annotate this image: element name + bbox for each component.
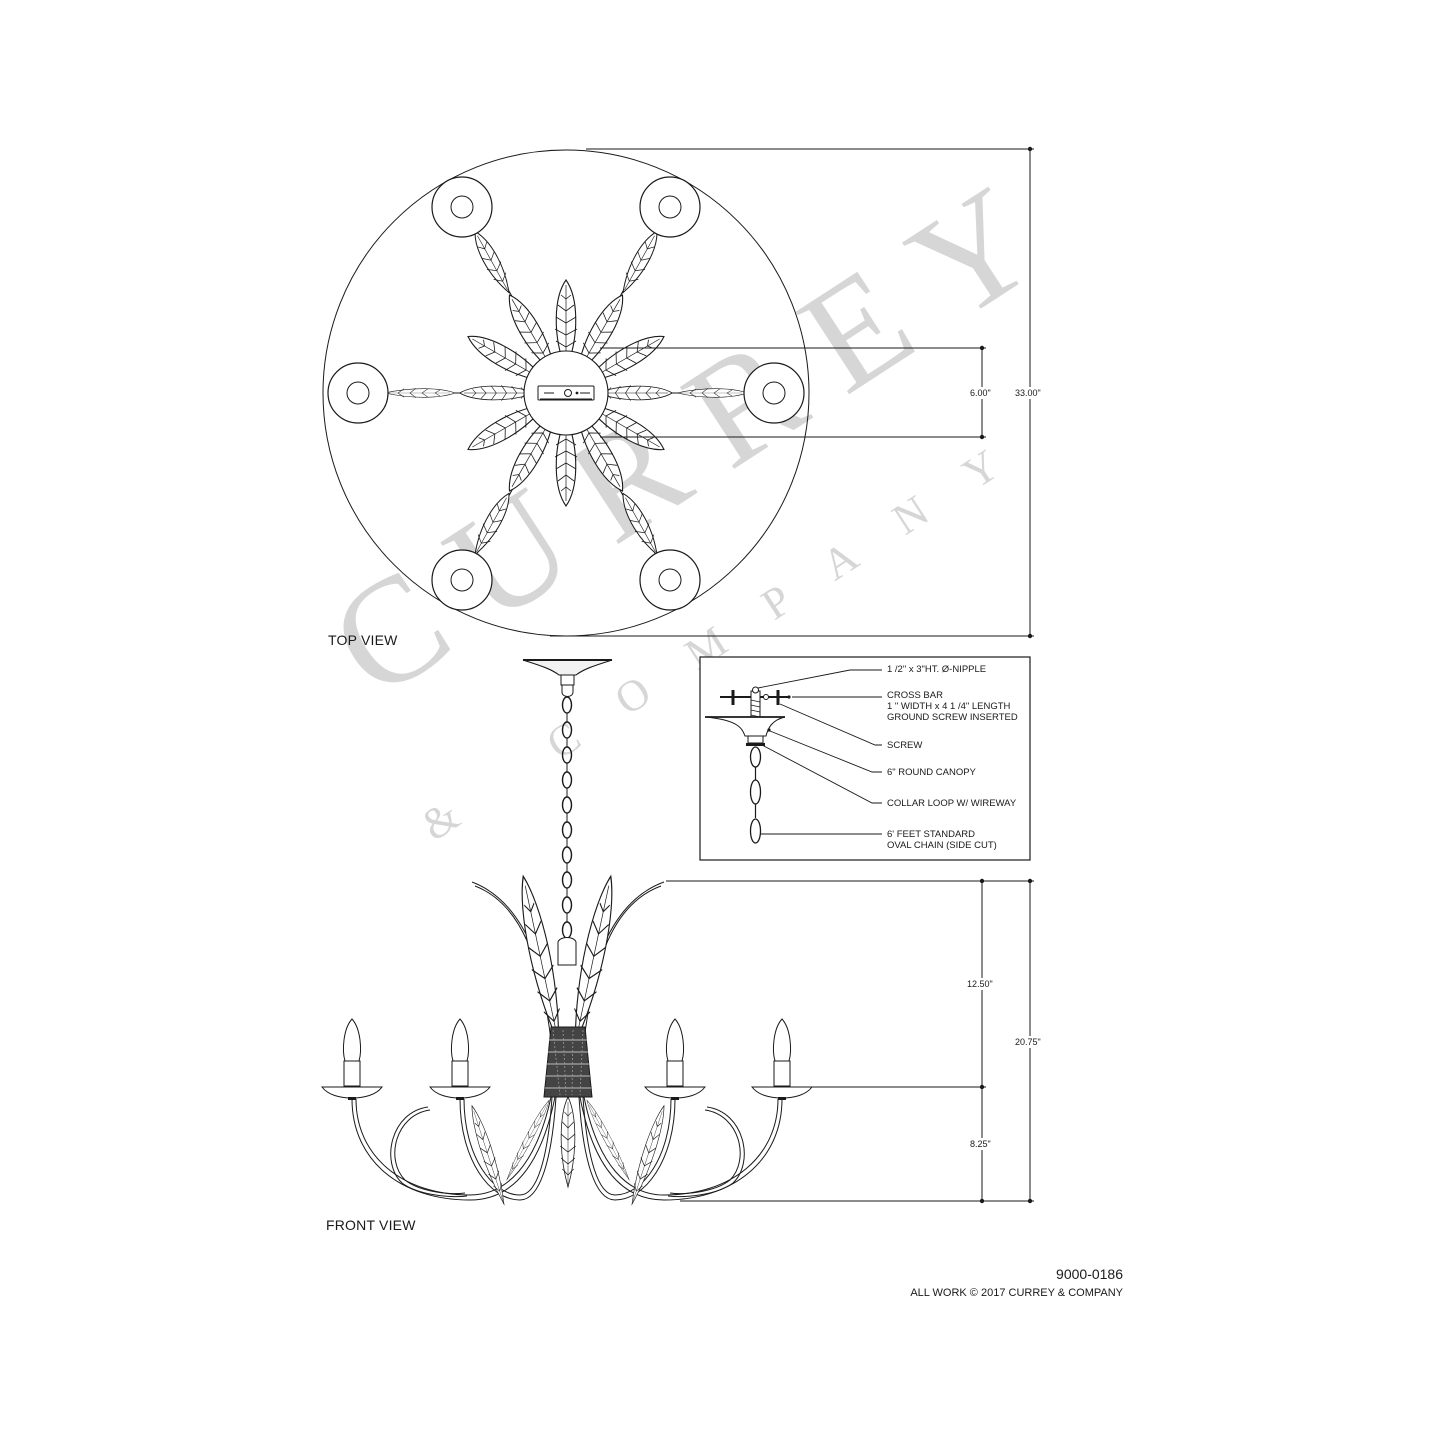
callout-cross-bar-line-3: GROUND SCREW INSERTED bbox=[887, 712, 1018, 723]
item-number: 9000-0186 bbox=[1056, 1266, 1123, 1282]
dimension-canopy-diameter: 6.00" bbox=[970, 387, 991, 399]
dimension-upper-height: 12.50" bbox=[967, 978, 993, 990]
callout-screw: SCREW bbox=[887, 740, 922, 751]
callout-leaders bbox=[757, 669, 882, 835]
callout-cross-bar: CROSS BAR 1 " WIDTH x 4 1 /4" LENGTH GRO… bbox=[887, 690, 1018, 723]
woven-collar bbox=[543, 1026, 593, 1098]
callout-canopy-line: 6" ROUND CANOPY bbox=[887, 767, 976, 778]
callout-canopy: 6" ROUND CANOPY bbox=[887, 767, 976, 778]
callout-cross-bar-line-2: 1 " WIDTH x 4 1 /4" LENGTH bbox=[887, 701, 1011, 712]
callout-cross-bar-line-1: CROSS BAR bbox=[887, 690, 943, 701]
chain bbox=[561, 696, 573, 939]
dimension-overall-height: 20.75" bbox=[1015, 1036, 1041, 1048]
canopy-hub bbox=[523, 350, 609, 436]
top-view bbox=[322, 146, 1034, 639]
dimension-lower-height: 8.25" bbox=[970, 1138, 991, 1150]
front-canopy bbox=[522, 659, 613, 676]
dimension-overall-diameter: 33.00" bbox=[1015, 387, 1041, 399]
callout-screw-line: SCREW bbox=[887, 740, 923, 751]
front-view bbox=[321, 659, 1034, 1207]
front-view-dimensions bbox=[666, 880, 1034, 1202]
callout-chain-line-2: OVAL CHAIN (SIDE CUT) bbox=[887, 840, 997, 851]
callout-chain: 6' FEET STANDARD OVAL CHAIN (SIDE CUT) bbox=[887, 829, 997, 851]
lower-center-leaf bbox=[559, 1096, 577, 1188]
candle-arms bbox=[351, 1096, 783, 1201]
copyright-notice: ALL WORK © 2017 CURREY & COMPANY bbox=[910, 1287, 1123, 1299]
detail-inset bbox=[699, 656, 1031, 861]
top-view-label: TOP VIEW bbox=[328, 632, 398, 648]
callout-chain-line-1: 6' FEET STANDARD bbox=[887, 829, 976, 840]
callout-nipple-line: 1 /2" x 3"HT. Ø-NIPPLE bbox=[887, 664, 987, 675]
callout-collar-loop-line: COLLAR LOOP W/ WIREWAY bbox=[887, 798, 1017, 809]
callout-collar-loop: COLLAR LOOP W/ WIREWAY bbox=[887, 798, 1016, 809]
callout-nipple: 1 /2" x 3"HT. Ø-NIPPLE bbox=[887, 664, 986, 675]
front-view-label: FRONT VIEW bbox=[326, 1217, 416, 1233]
